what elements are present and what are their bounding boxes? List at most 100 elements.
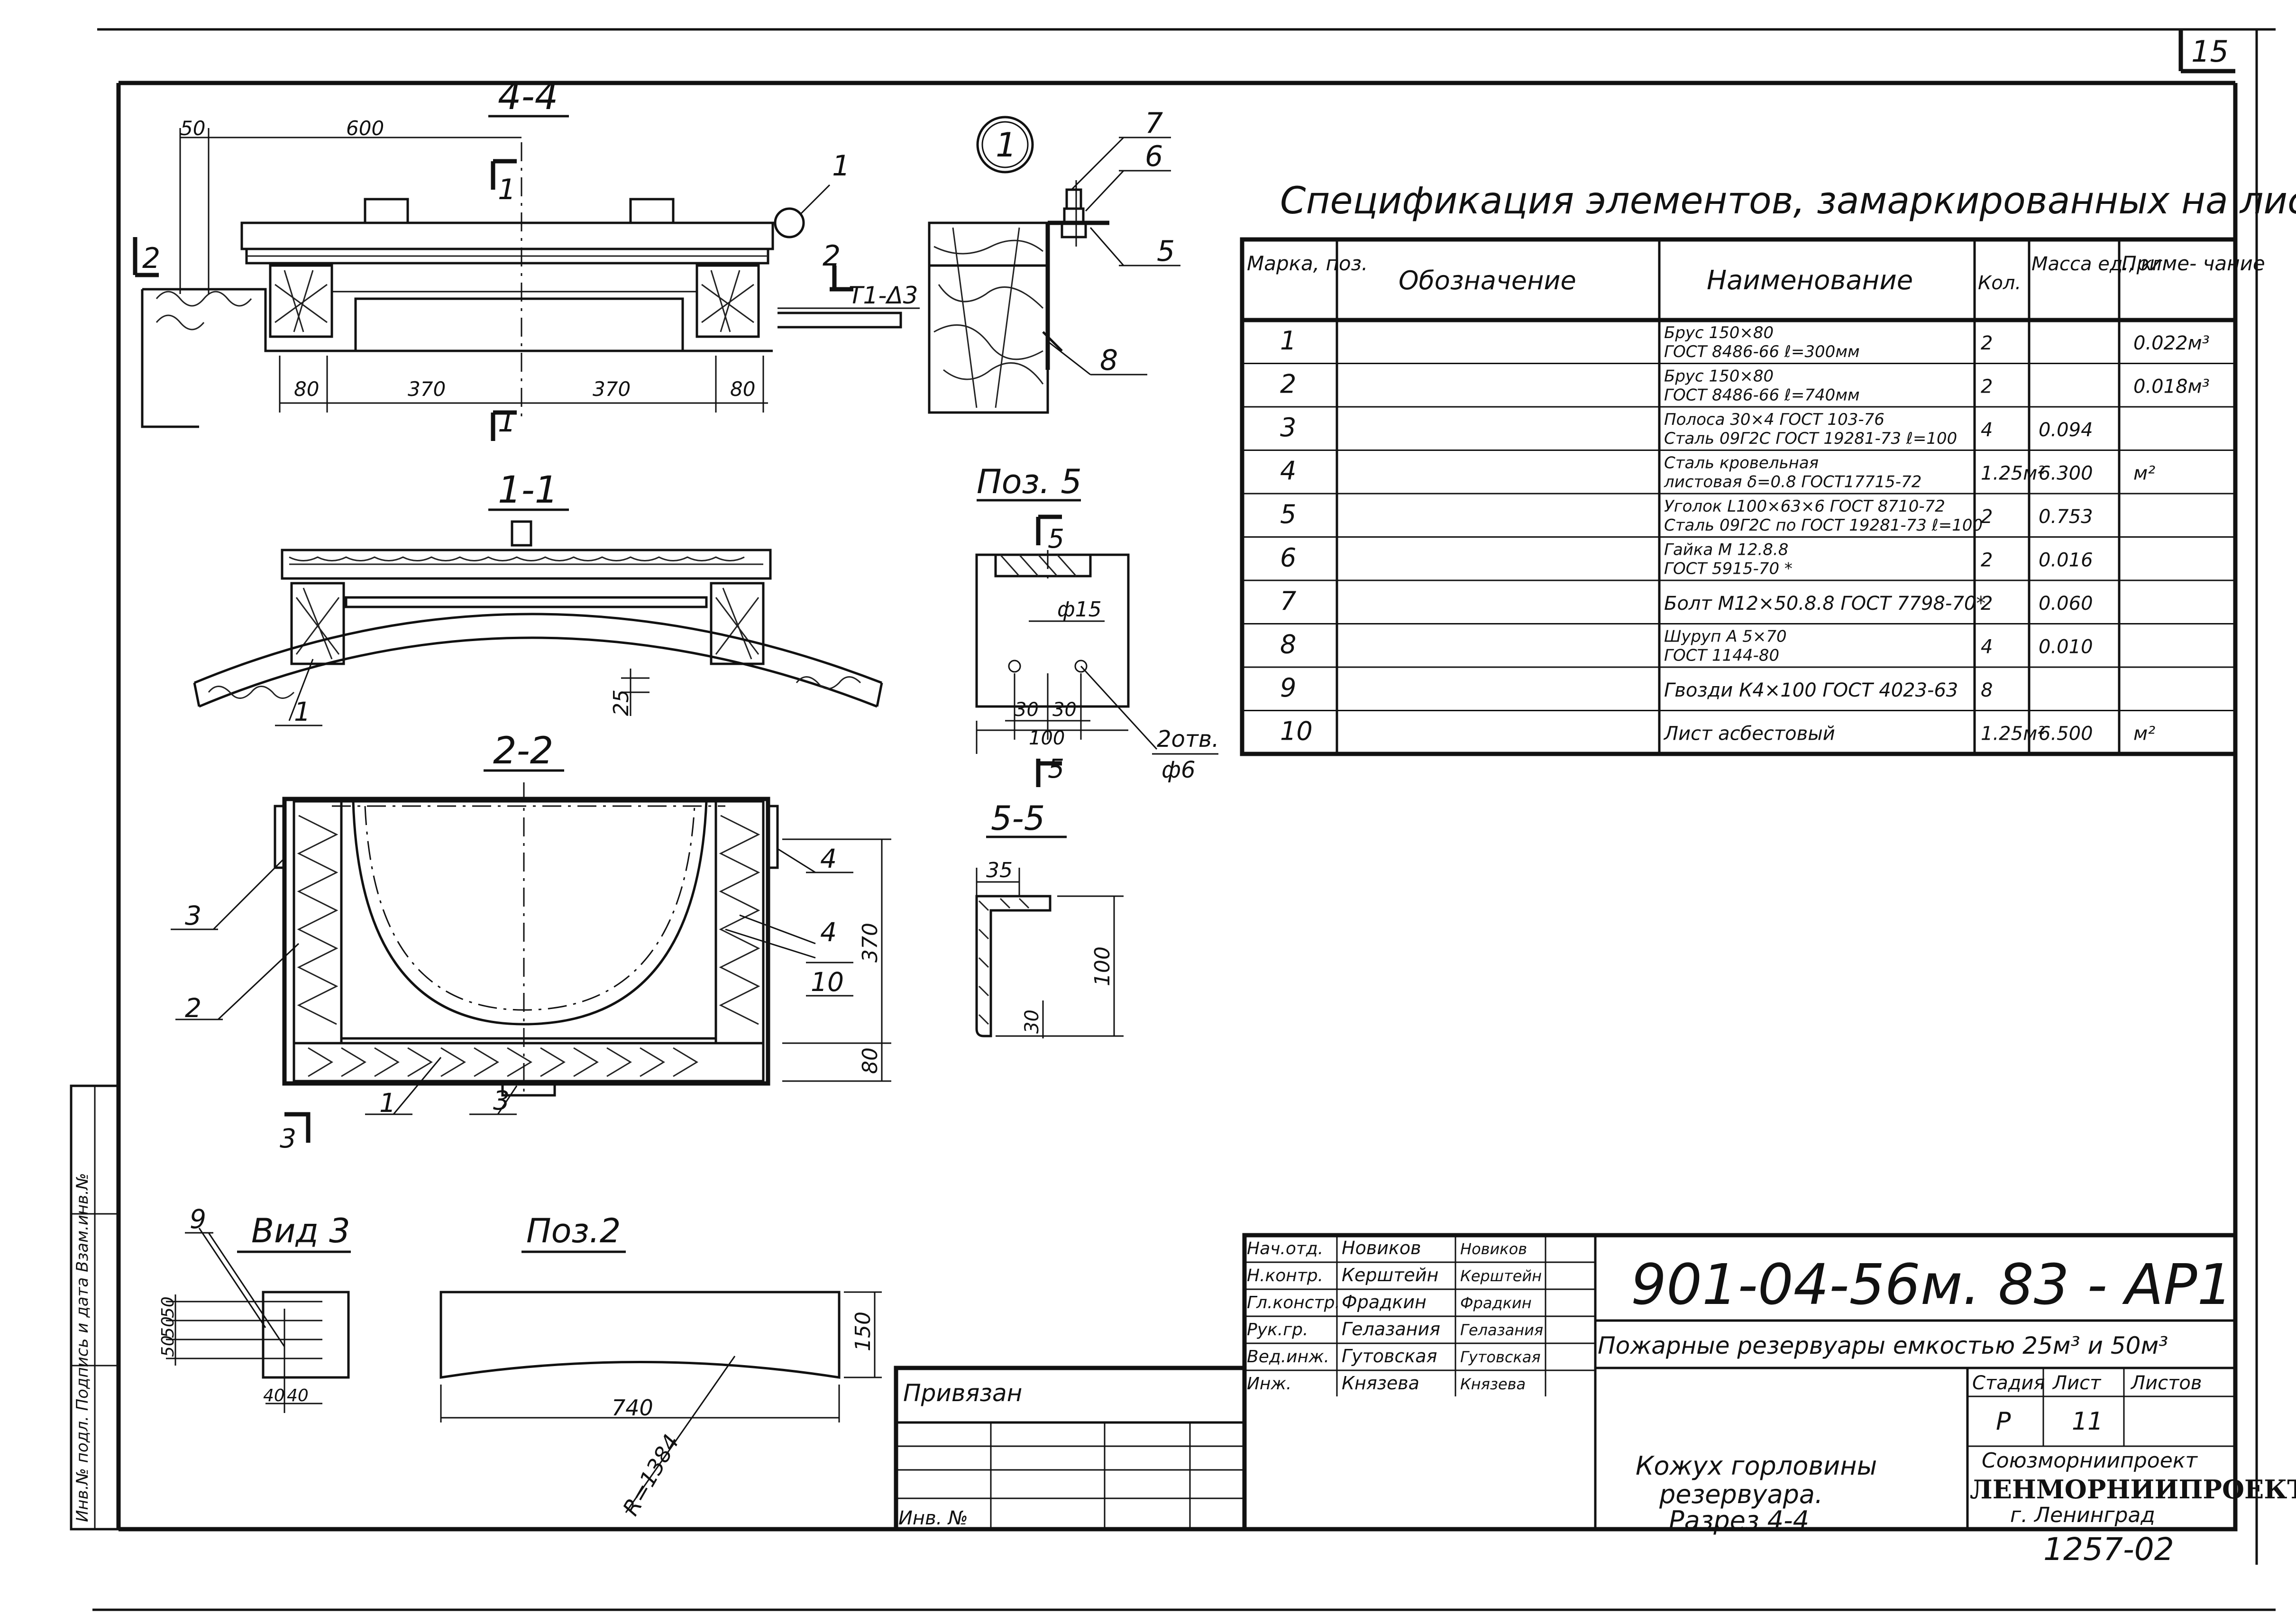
tb-role-1: Н.контр. bbox=[1247, 1266, 1323, 1285]
section-5-5: 5-5 35 100 30 bbox=[975, 799, 1124, 1038]
detail-1-label: 1 bbox=[996, 126, 1017, 165]
title-block: Привязан Инв. № Нач.отд. Н.контр. Гл.кон… bbox=[894, 1233, 2296, 1568]
margin-stamp: Инв.№ подл. Подпись и дата Взам.инв.№ bbox=[73, 1173, 92, 1522]
spec-row-qty: 1.25м² bbox=[1981, 463, 2045, 485]
section-2-2-callout-3b: 3 bbox=[493, 1085, 510, 1116]
spec-row-name: Гвозди К4×100 ГОСТ 4023-63 bbox=[1664, 679, 1958, 701]
tb-role-4: Вед.инж. bbox=[1247, 1347, 1329, 1367]
spec-row-qty: 1.25м² bbox=[1981, 723, 2045, 745]
spec-row-note: 0.018м³ bbox=[2133, 376, 2210, 398]
view-3-title: Вид 3 bbox=[251, 1211, 350, 1250]
spec-row-qty: 8 bbox=[1981, 679, 1993, 701]
spec-row-pos: 8 bbox=[1280, 630, 1296, 660]
spec-header-mass: Масса ед., кг bbox=[2031, 253, 2163, 275]
spec-row-mass: 0.010 bbox=[2039, 636, 2093, 658]
spec-row-note: м² bbox=[2133, 723, 2155, 745]
spec-row-pos: 4 bbox=[1280, 456, 1296, 486]
callout-2-left: 2 bbox=[142, 242, 160, 275]
spec-header-qty: Кол. bbox=[1978, 272, 2021, 294]
section-2-2-callout-3a: 3 bbox=[185, 900, 201, 931]
view-3: Вид 3 9 50 50 50 40 40 bbox=[158, 1204, 351, 1413]
tb-signature-0: Новиков bbox=[1460, 1240, 1527, 1258]
view-3-dim-50b: 50 bbox=[158, 1316, 178, 1338]
spec-row-mass: 0.753 bbox=[2039, 506, 2093, 528]
spec-row-name: Брус 150×80 bbox=[1664, 323, 1774, 342]
spec-row-note: 0.022м³ bbox=[2133, 332, 2210, 354]
drawing-title-2: резервуара. bbox=[1659, 1479, 1823, 1509]
spec-row-name-2: ГОСТ 8486-66 ℓ=740мм bbox=[1664, 386, 1860, 405]
pos-2-radius: R=1384 bbox=[618, 1430, 685, 1520]
spec-row-name: Брус 150×80 bbox=[1664, 367, 1774, 386]
detail-1-callout-5: 5 bbox=[1157, 235, 1175, 268]
spec-row-mass: 6.500 bbox=[2039, 723, 2093, 745]
spec-row-mass: 0.016 bbox=[2039, 550, 2093, 571]
cut-mark-bottom: 1 bbox=[498, 405, 516, 439]
inv-no-label: Инв. № bbox=[898, 1507, 968, 1529]
spec-row-mass: 0.060 bbox=[2039, 593, 2093, 615]
view-3-callout: 9 bbox=[190, 1204, 206, 1234]
dim-bottom-4: 80 bbox=[730, 377, 755, 401]
pos-5-dim-30a: 30 bbox=[1015, 699, 1039, 721]
dim-bottom-2: 370 bbox=[408, 377, 446, 401]
spec-row-name: Полоса 30×4 ГОСТ 103-76 bbox=[1664, 410, 1884, 429]
view-3-dim-40b: 40 bbox=[287, 1386, 309, 1405]
cut-mark-top: 1 bbox=[498, 173, 516, 206]
section-2-2-callout-1: 1 bbox=[379, 1088, 396, 1118]
tb-signature-1: Керштейн bbox=[1460, 1267, 1542, 1285]
specification-table: Спецификация элементов, замаркированных … bbox=[1240, 180, 2296, 756]
tb-role-3: Рук.гр. bbox=[1247, 1320, 1308, 1340]
pos-5-title: Поз. 5 bbox=[977, 462, 1082, 501]
tb-signature-2: Фрадкин bbox=[1460, 1294, 1532, 1312]
detail-1: 1 7 6 5 8 bbox=[928, 107, 1180, 414]
dim-bottom-3: 370 bbox=[593, 377, 631, 401]
spec-row-qty: 2 bbox=[1981, 593, 1993, 615]
tb-signature-3: Гелазания bbox=[1460, 1321, 1543, 1339]
spec-row-qty: 2 bbox=[1981, 332, 1993, 354]
section-2-2-callout-3c: 4 bbox=[820, 844, 837, 874]
org-line-1: Союзморниипроект bbox=[1982, 1449, 2198, 1473]
spec-row-pos: 9 bbox=[1280, 673, 1296, 703]
pos-5-holes-2: ф6 bbox=[1162, 757, 1196, 783]
section-2-2-dim-80: 80 bbox=[858, 1047, 882, 1074]
tb-role-0: Нач.отд. bbox=[1247, 1239, 1323, 1258]
drawing-code: 901-04-56м. 83 - АР1 bbox=[1631, 1252, 2232, 1317]
section-2-2-title: 2-2 bbox=[493, 730, 553, 772]
pos-5-cut-top: 5 bbox=[1048, 523, 1064, 554]
section-2-2-callout-2: 2 bbox=[185, 993, 201, 1023]
tb-name-3: Гелазания bbox=[1342, 1319, 1440, 1340]
spec-row-name-2: Сталь 09Г2С ГОСТ 19281-73 ℓ=100 bbox=[1664, 429, 1957, 448]
pos-2-dim-150: 150 bbox=[851, 1312, 875, 1351]
section-5-5-dim-30: 30 bbox=[1021, 1009, 1043, 1034]
section-1-1-title: 1-1 bbox=[498, 469, 558, 512]
tb-role-5: Инж. bbox=[1247, 1374, 1291, 1394]
spec-row-name: Болт М12×50.8.8 ГОСТ 7798-70* bbox=[1664, 593, 1985, 615]
section-5-5-dim-35: 35 bbox=[986, 858, 1013, 882]
spec-row-mass: 6.300 bbox=[2039, 463, 2093, 485]
spec-row-qty: 4 bbox=[1981, 636, 1993, 658]
tb-role-2: Гл.констр. bbox=[1247, 1293, 1340, 1312]
spec-header-designation: Обозначение bbox=[1399, 266, 1576, 295]
spec-row-name-2: ГОСТ 8486-66 ℓ=300мм bbox=[1664, 342, 1860, 361]
section-5-5-title: 5-5 bbox=[991, 799, 1045, 838]
spec-row-mass: 0.094 bbox=[2039, 419, 2093, 441]
spec-header-note: Приме- чание bbox=[2122, 252, 2265, 275]
spec-header-name: Наименование bbox=[1707, 265, 1913, 296]
spec-row-note: м² bbox=[2133, 463, 2155, 485]
section-1-1: 1-1 1 25 bbox=[193, 469, 883, 727]
sheet-value: 11 bbox=[2072, 1407, 2103, 1436]
org-line-3: г. Ленинград bbox=[2010, 1503, 2155, 1527]
pos-2-dim-740: 740 bbox=[612, 1395, 653, 1421]
pos-5-hole: ф15 bbox=[1057, 597, 1102, 622]
callout-1: 1 bbox=[832, 149, 850, 183]
detail-1-callout-7: 7 bbox=[1145, 107, 1163, 140]
sheet-header: Лист bbox=[2052, 1372, 2102, 1394]
spec-row-pos: 7 bbox=[1280, 586, 1296, 616]
section-1-1-dim: 25 bbox=[609, 689, 633, 716]
spec-row-name: Уголок L100×63×6 ГОСТ 8710-72 bbox=[1664, 497, 1945, 516]
spec-row-qty: 2 bbox=[1981, 506, 1993, 528]
section-4-4-title: 4-4 bbox=[498, 75, 558, 118]
spec-row-name: Гайка М 12.8.8 bbox=[1664, 541, 1788, 560]
org-line-2: ЛЕНМОРНИИПРОЕКТ bbox=[1970, 1474, 2296, 1505]
stage-header: Стадия bbox=[1972, 1372, 2045, 1394]
spec-row-pos: 1 bbox=[1280, 326, 1296, 356]
